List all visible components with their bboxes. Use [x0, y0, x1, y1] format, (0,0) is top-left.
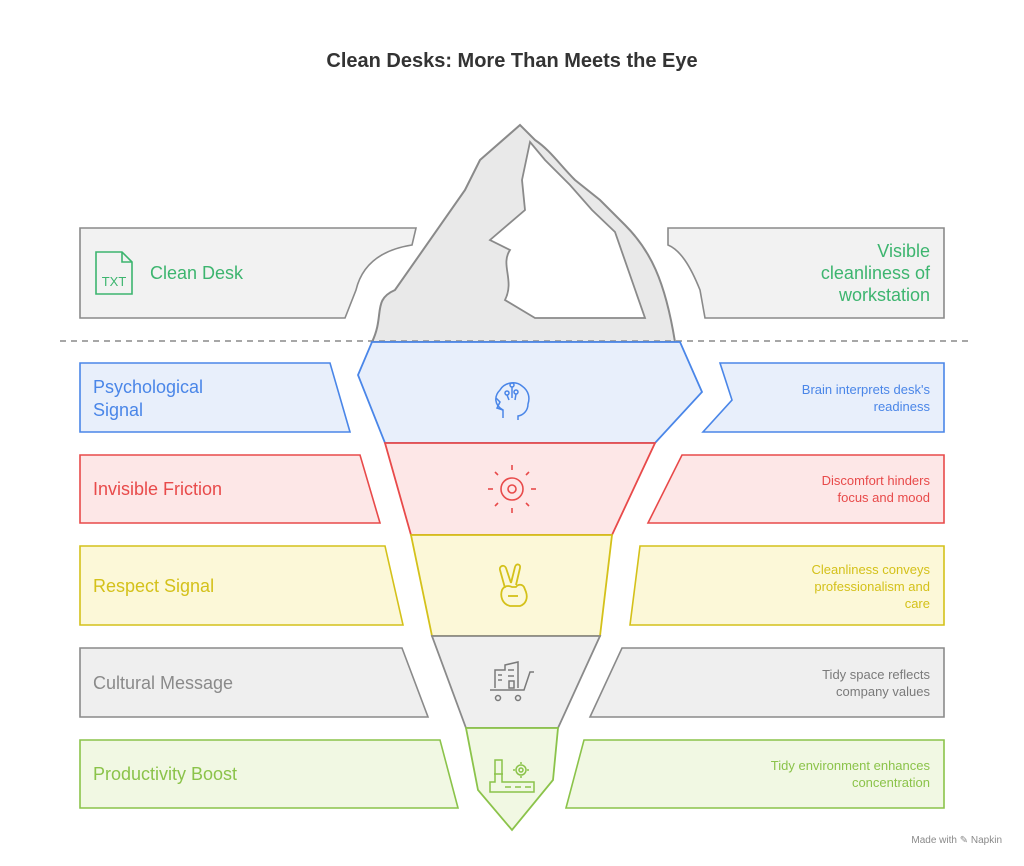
tip-description: Visible cleanliness of workstation: [820, 241, 930, 305]
tip-label: Clean Desk: [150, 263, 244, 283]
layer-band-5: [464, 727, 559, 832]
peace-hand-icon: [498, 563, 528, 607]
left-panel-4: [79, 647, 430, 718]
sun-target-icon: [488, 465, 536, 513]
right-panel-1: [701, 362, 945, 433]
layer-description-productivity-boost: Tidy environment enhances concentration: [770, 758, 930, 790]
layer-label-productivity-boost: Productivity Boost: [93, 764, 238, 784]
layer-label-cultural-message: Cultural Message: [93, 673, 234, 693]
layer-band-3: [409, 534, 614, 637]
left-panel-5: [79, 739, 460, 809]
layer-description-invisible-friction: Discomfort hinders focus and mood: [821, 473, 930, 505]
layer-band-1: [357, 341, 704, 444]
tip-left-panel: [79, 227, 418, 319]
txt-badge: TXT: [102, 274, 127, 289]
txt-file-icon: TXT: [95, 251, 133, 295]
page-title: Clean Desks: More Than Meets the Eye: [326, 50, 698, 72]
building-cart-icon: [490, 661, 534, 702]
layer-band-2: [383, 442, 657, 536]
tip-right-panel: [667, 227, 945, 319]
factory-gear-icon: [489, 759, 535, 793]
iceberg-snow: [488, 139, 647, 319]
right-panel-4: [588, 647, 945, 718]
layer-label-invisible-friction: Invisible Friction: [93, 479, 223, 499]
left-panel-3: [79, 545, 405, 626]
layer-label-respect-signal: Respect Signal: [93, 576, 215, 596]
layer-description-respect-signal: Cleanliness conveys professionalism and …: [811, 562, 930, 611]
right-panel-3: [629, 545, 945, 626]
left-panel-2: [79, 454, 382, 524]
layer-description-psychological-signal: Brain interprets desk's readiness: [801, 382, 930, 414]
left-panel-1: [79, 362, 352, 433]
napkin-watermark: Made with ✎ Napkin: [911, 835, 1002, 846]
layer-description-cultural-message: Tidy space reflects company values: [822, 667, 930, 699]
layer-label-psychological-signal: Psychological Signal: [93, 377, 204, 420]
head-circuit-icon: [495, 382, 530, 420]
layer-band-4: [430, 635, 602, 729]
right-panel-2: [646, 454, 945, 524]
right-panel-5: [564, 739, 945, 809]
